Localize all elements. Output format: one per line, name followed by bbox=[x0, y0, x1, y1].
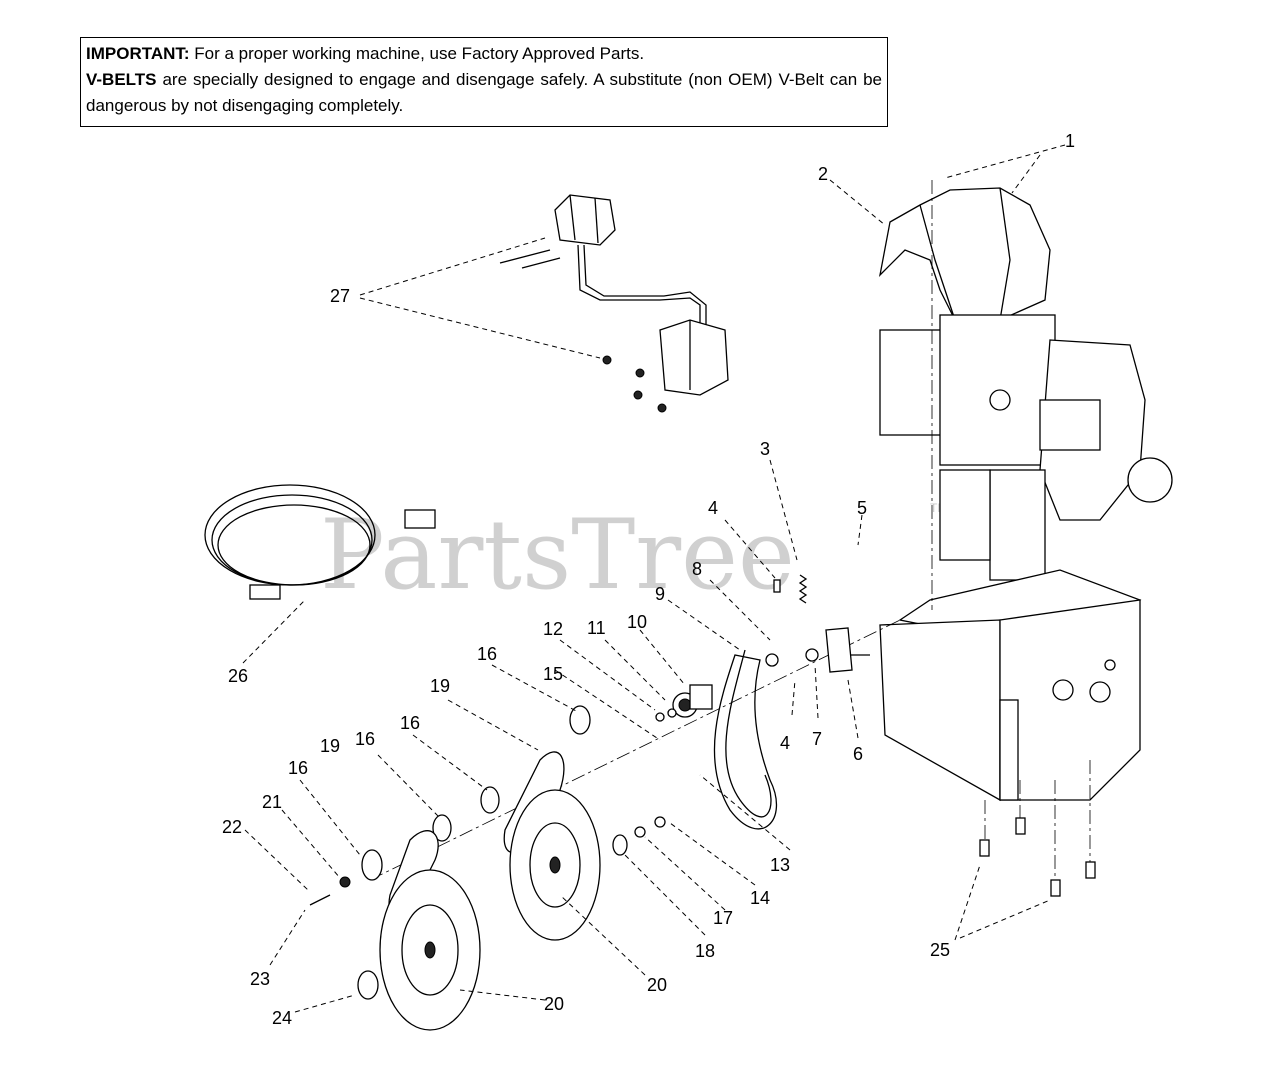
callout-26: 26 bbox=[228, 666, 248, 686]
callout-11: 11 bbox=[587, 618, 606, 638]
callout-20-upper: 20 bbox=[647, 975, 667, 995]
callout-16-b: 16 bbox=[400, 713, 420, 733]
important-label: IMPORTANT: bbox=[86, 44, 190, 63]
callout-19-a: 19 bbox=[430, 676, 450, 696]
callout-12: 12 bbox=[543, 619, 563, 639]
callout-25: 25 bbox=[930, 940, 950, 960]
important-text: For a proper working machine, use Factor… bbox=[189, 44, 645, 63]
callout-20-lower: 20 bbox=[544, 994, 564, 1014]
callout-13: 13 bbox=[770, 855, 790, 875]
callout-2: 2 bbox=[818, 164, 828, 184]
callout-5: 5 bbox=[857, 498, 867, 518]
v-belts-label: V-BELTS bbox=[86, 70, 157, 89]
callout-22: 22 bbox=[222, 817, 242, 837]
belt-and-pulleys bbox=[309, 574, 901, 1031]
callout-17: 17 bbox=[713, 908, 733, 928]
callout-16-d: 16 bbox=[288, 758, 308, 778]
leader-lines bbox=[242, 144, 1066, 1013]
callout-7: 7 bbox=[812, 729, 822, 749]
important-notice: IMPORTANT: For a proper working machine,… bbox=[80, 37, 888, 127]
callout-15: 15 bbox=[543, 664, 563, 684]
callout-6: 6 bbox=[853, 744, 863, 764]
engine-assembly bbox=[878, 180, 1173, 890]
light-bracket bbox=[554, 194, 729, 396]
screws-27 bbox=[499, 249, 667, 413]
callout-16-c: 16 bbox=[355, 729, 375, 749]
bolts-25 bbox=[979, 817, 1096, 897]
callout-4-upper: 4 bbox=[708, 498, 718, 518]
callout-19-b: 19 bbox=[320, 736, 340, 756]
callout-labels: 1 2 3 4 5 8 9 10 11 12 15 4 7 6 16 19 16… bbox=[222, 131, 1075, 1028]
v-belts-text: are specially designed to engage and dis… bbox=[86, 70, 882, 115]
callout-1: 1 bbox=[1065, 131, 1075, 151]
callout-21: 21 bbox=[262, 792, 282, 812]
callout-10: 10 bbox=[627, 612, 647, 632]
callout-9: 9 bbox=[655, 584, 665, 604]
callout-16-a: 16 bbox=[477, 644, 497, 664]
callout-4-lower: 4 bbox=[780, 733, 790, 753]
callout-14: 14 bbox=[750, 888, 770, 908]
callout-18: 18 bbox=[695, 941, 715, 961]
callout-23: 23 bbox=[250, 969, 270, 989]
cable-26 bbox=[204, 484, 436, 600]
callout-27: 27 bbox=[330, 286, 350, 306]
watermark: PartsTree bbox=[320, 499, 795, 611]
callout-8: 8 bbox=[692, 559, 702, 579]
callout-24: 24 bbox=[272, 1008, 292, 1028]
callout-3: 3 bbox=[760, 439, 770, 459]
